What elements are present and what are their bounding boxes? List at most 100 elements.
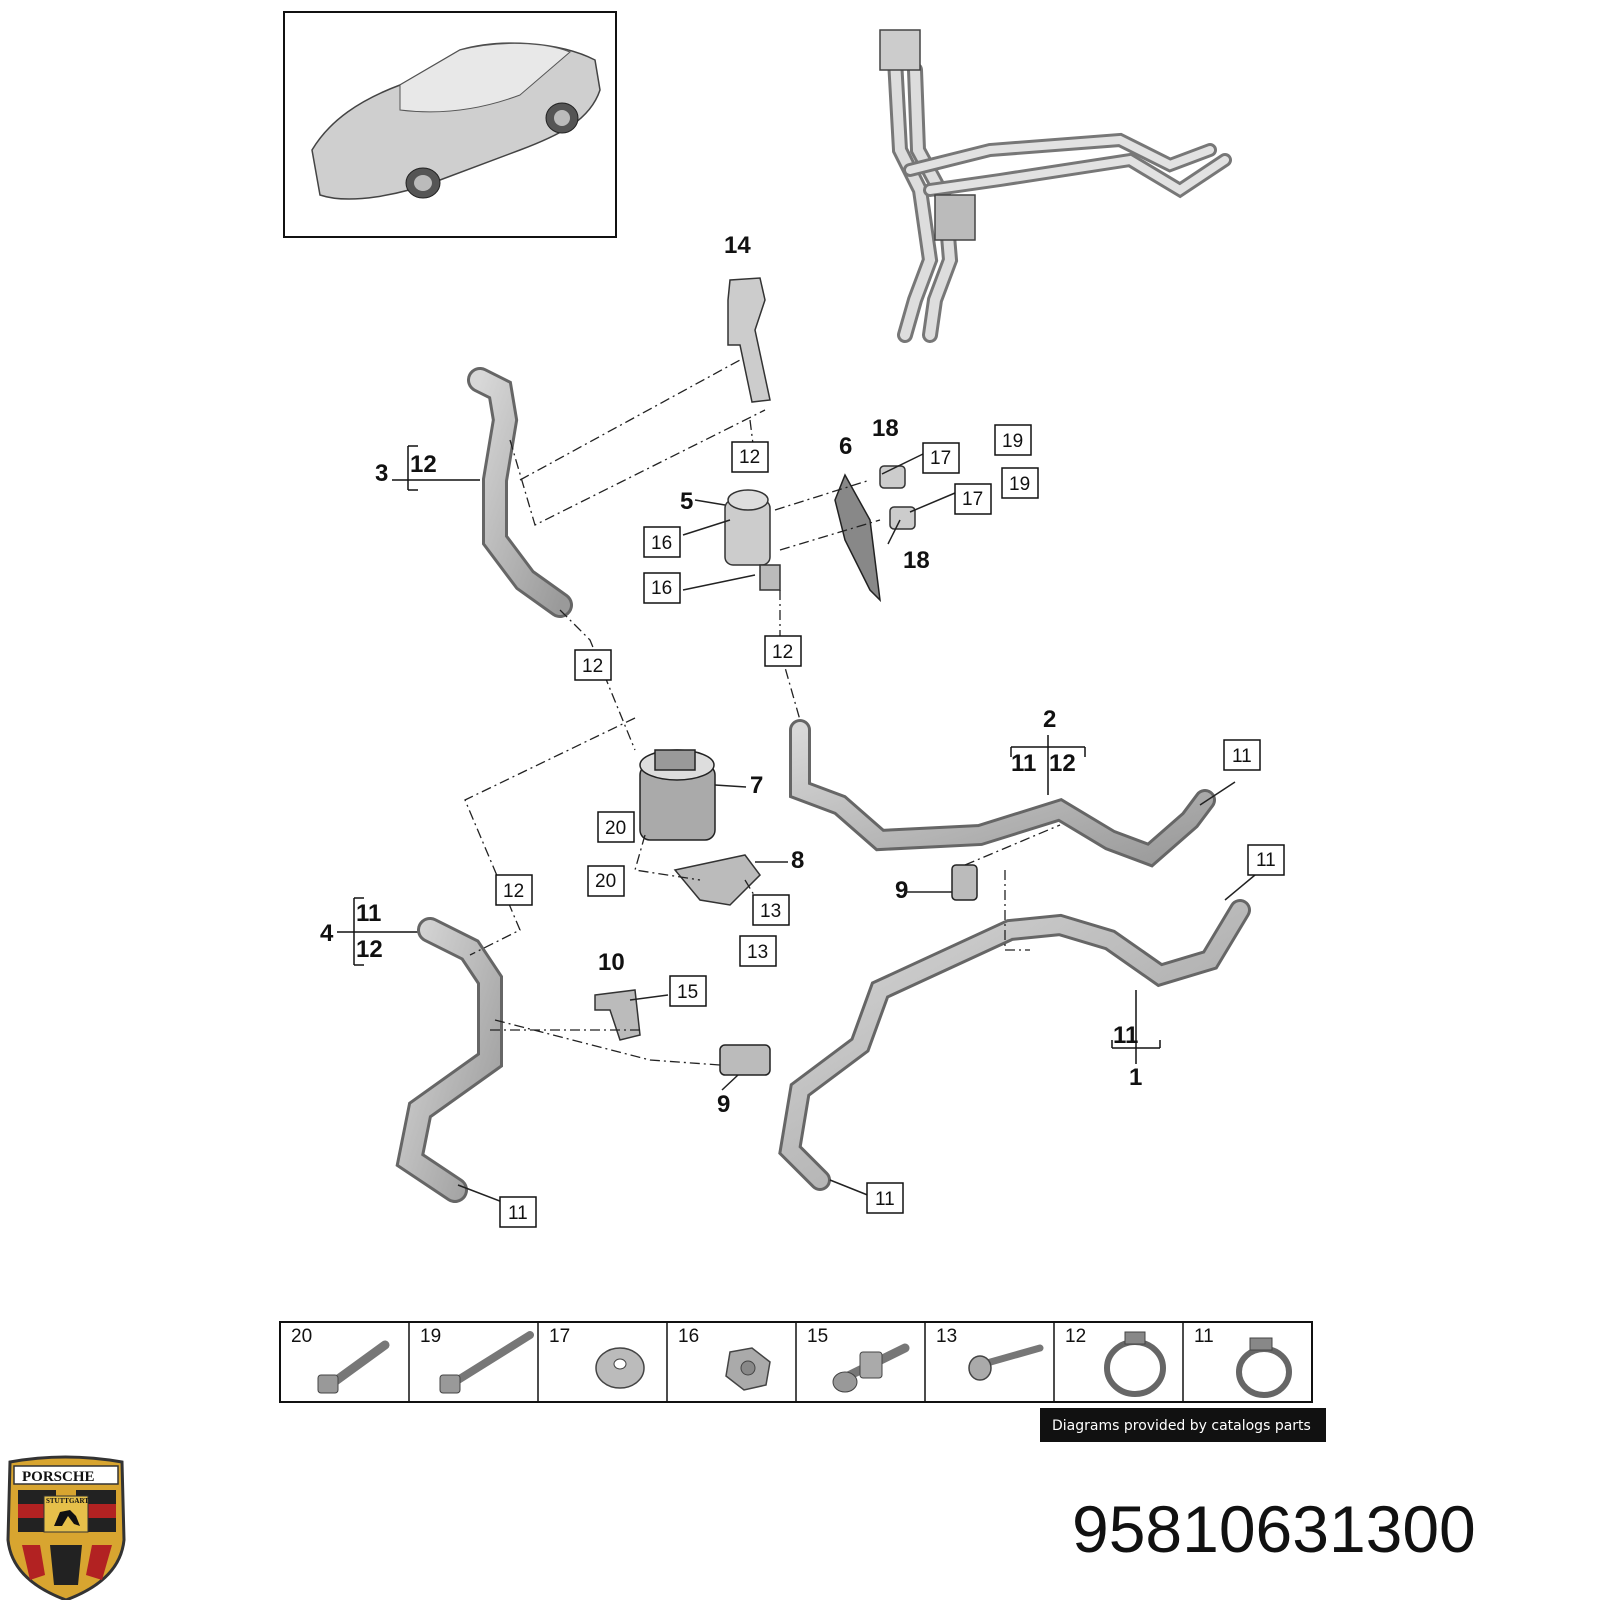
holder-9-lower bbox=[719, 1044, 771, 1076]
box-12-top: 12 bbox=[731, 441, 769, 473]
washer-icon bbox=[595, 1347, 645, 1389]
table-cell-16-num: 16 bbox=[678, 1326, 699, 1347]
box-11-right-1: 11 bbox=[1223, 739, 1261, 771]
hose-clamp-icon bbox=[1104, 1331, 1166, 1397]
hose-1 bbox=[778, 899, 1251, 1191]
box-20-a: 20 bbox=[597, 811, 635, 843]
credit-banner: Diagrams provided by catalogs parts bbox=[1040, 1408, 1326, 1442]
callout-5: 5 bbox=[680, 488, 693, 515]
callout-9-lower: 9 bbox=[717, 1091, 730, 1118]
box-17-b: 17 bbox=[954, 483, 992, 515]
box-12-left: 12 bbox=[574, 649, 612, 681]
callout-8: 8 bbox=[791, 847, 804, 874]
callout-18-top: 18 bbox=[872, 415, 899, 442]
box-12-lower: 12 bbox=[495, 874, 533, 906]
callout-18-bottom: 18 bbox=[903, 547, 930, 574]
box-19-a: 19 bbox=[994, 424, 1032, 456]
svg-text:20: 20 bbox=[605, 818, 626, 839]
screw-icon bbox=[968, 1344, 1044, 1381]
callout-7: 7 bbox=[750, 772, 763, 799]
table-cell-19-num: 19 bbox=[420, 1326, 441, 1347]
logo-text-top: PORSCHE bbox=[22, 1469, 95, 1485]
callout-6: 6 bbox=[839, 433, 852, 460]
credit-text: Diagrams provided by catalogs parts bbox=[1052, 1418, 1311, 1434]
callout-1: 1 bbox=[1129, 1064, 1142, 1091]
pump-7 bbox=[639, 749, 716, 841]
hose-3 bbox=[467, 367, 573, 618]
box-11-bottom-left: 11 bbox=[499, 1196, 537, 1228]
svg-text:12: 12 bbox=[739, 447, 760, 468]
callout-4-sub-12: 12 bbox=[356, 936, 383, 963]
svg-text:11: 11 bbox=[1232, 746, 1252, 767]
hose-4 bbox=[395, 917, 503, 1203]
stud-bolt-icon bbox=[832, 1343, 910, 1393]
svg-text:15: 15 bbox=[677, 982, 698, 1003]
box-13-a: 13 bbox=[752, 894, 790, 926]
callout-2-sub-11: 11 bbox=[1011, 750, 1036, 777]
callout-4-sub-11: 11 bbox=[356, 900, 381, 927]
bracket-14 bbox=[727, 277, 771, 403]
callout-9-right: 9 bbox=[895, 877, 908, 904]
callout-labels: 14 3 12 6 18 18 5 2 11 12 7 8 9 9 10 4 1… bbox=[320, 232, 1142, 1118]
svg-text:17: 17 bbox=[930, 448, 951, 469]
svg-text:13: 13 bbox=[747, 942, 768, 963]
table-cell-20-num: 20 bbox=[291, 1326, 312, 1347]
table-cell-12-num: 12 bbox=[1065, 1326, 1086, 1347]
callout-14: 14 bbox=[724, 232, 751, 259]
callout-4: 4 bbox=[320, 920, 334, 947]
box-19-b: 19 bbox=[1001, 467, 1039, 499]
callout-10: 10 bbox=[598, 949, 625, 976]
table-cell-15-num: 15 bbox=[807, 1326, 828, 1347]
callout-3: 3 bbox=[375, 460, 388, 487]
box-labels: 12 16 16 17 17 19 19 12 12 12 20 20 13 1… bbox=[495, 424, 1285, 1228]
bushes-18 bbox=[879, 465, 916, 530]
hose-2 bbox=[789, 719, 1216, 868]
table-cell-11-num: 11 bbox=[1194, 1326, 1214, 1347]
fastener-table: 20 19 17 16 15 13 12 11 bbox=[279, 1321, 1313, 1403]
svg-text:12: 12 bbox=[503, 881, 524, 902]
box-12-mid: 12 bbox=[764, 635, 802, 667]
box-20-b: 20 bbox=[587, 865, 625, 897]
svg-text:11: 11 bbox=[875, 1189, 895, 1210]
hose-assembly-overview bbox=[879, 29, 1232, 343]
svg-text:19: 19 bbox=[1002, 431, 1023, 452]
box-15: 15 bbox=[669, 975, 707, 1007]
bracket-6 bbox=[834, 473, 882, 603]
box-13-b: 13 bbox=[739, 935, 777, 967]
valve-5 bbox=[724, 489, 781, 591]
callout-2: 2 bbox=[1043, 706, 1056, 733]
solid-leaders bbox=[457, 453, 1256, 1206]
svg-text:11: 11 bbox=[1256, 850, 1276, 871]
porsche-crest-icon: PORSCHE STUTTGART bbox=[6, 1455, 126, 1600]
box-16-b: 16 bbox=[643, 572, 681, 604]
box-11-right-2: 11 bbox=[1247, 844, 1285, 876]
callout-brackets bbox=[337, 445, 1161, 1064]
logo-text-mid: STUTTGART bbox=[46, 1497, 89, 1505]
svg-text:16: 16 bbox=[651, 578, 672, 599]
svg-text:12: 12 bbox=[772, 642, 793, 663]
svg-text:16: 16 bbox=[651, 533, 672, 554]
box-11-bottom-mid: 11 bbox=[866, 1182, 904, 1214]
table-cell-13-num: 13 bbox=[936, 1326, 957, 1347]
svg-text:19: 19 bbox=[1009, 474, 1030, 495]
part-number: 95810631300 bbox=[1072, 1492, 1476, 1566]
mount-8 bbox=[673, 854, 761, 906]
bracket-10 bbox=[594, 989, 641, 1041]
callout-1-sub-11: 11 bbox=[1113, 1022, 1138, 1049]
hose-clamp-small-icon bbox=[1236, 1337, 1292, 1398]
hex-nut-icon bbox=[725, 1347, 771, 1391]
svg-text:12: 12 bbox=[582, 656, 603, 677]
holder-9-right bbox=[951, 864, 978, 901]
svg-text:13: 13 bbox=[760, 901, 781, 922]
table-cell-17-num: 17 bbox=[549, 1326, 570, 1347]
box-16-a: 16 bbox=[643, 526, 681, 558]
box-17-a: 17 bbox=[922, 442, 960, 474]
vehicle-thumbnail bbox=[283, 11, 617, 238]
long-bolt-icon bbox=[317, 1340, 390, 1394]
callout-2-sub-12: 12 bbox=[1049, 750, 1076, 777]
svg-text:17: 17 bbox=[962, 489, 983, 510]
longer-bolt-icon bbox=[439, 1331, 534, 1394]
callout-3-sub: 12 bbox=[410, 451, 437, 478]
svg-text:20: 20 bbox=[595, 871, 616, 892]
